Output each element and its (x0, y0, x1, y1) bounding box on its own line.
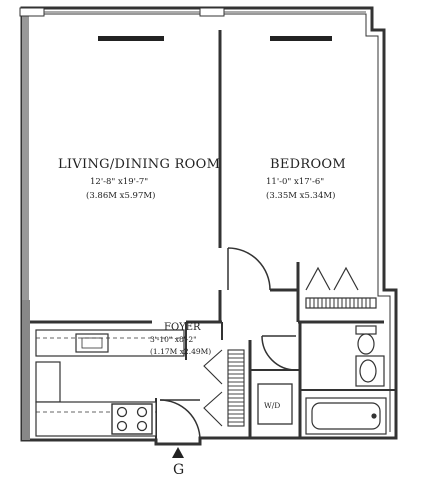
interior-walls (30, 30, 396, 440)
living-room-label: LIVING/DINING ROOM 12'-8" x19'-7" (3.86M… (58, 157, 220, 201)
kitchen (35, 329, 185, 437)
bedroom-name: BEDROOM (270, 157, 346, 172)
washer-dryer-label: W/D (264, 401, 280, 410)
bathroom-door (261, 335, 297, 371)
living-room-dim-ft: 12'-8" x19'-7" (90, 177, 148, 187)
bedroom-dim-ft: 11'-0" x17'-6" (266, 177, 324, 187)
bedroom-closet (305, 266, 377, 309)
washer-dryer: W/D (257, 383, 293, 425)
foyer-dim-ft: 3'-10" x8'-2" (150, 335, 197, 344)
entrance-door (159, 399, 201, 441)
entrance-label: G (173, 462, 184, 478)
windows (19, 7, 366, 41)
foyer-closet (203, 349, 245, 427)
stove-burner (136, 406, 148, 418)
stove-burner (116, 406, 128, 418)
outer-walls (20, 6, 398, 446)
living-room-name: LIVING/DINING ROOM (58, 157, 220, 172)
foyer-label: FOYER 3'-10" x8'-2" (1.17M x2.49M) (150, 322, 211, 356)
bedroom-label: BEDROOM 11'-0" x17'-6" (3.35M x5.34M) (266, 157, 346, 201)
bedroom-dim-m: (3.35M x5.34M) (266, 190, 335, 201)
foyer-dim-m: (1.17M x2.49M) (150, 347, 211, 356)
living-room-dim-m: (3.86M x5.97M) (86, 190, 155, 201)
bathroom (305, 325, 387, 435)
entrance-marker: G (172, 447, 184, 478)
foyer-name: FOYER (164, 322, 201, 333)
stove-burner (116, 420, 128, 432)
bedroom-door (227, 247, 271, 291)
stove-burner (136, 420, 148, 432)
